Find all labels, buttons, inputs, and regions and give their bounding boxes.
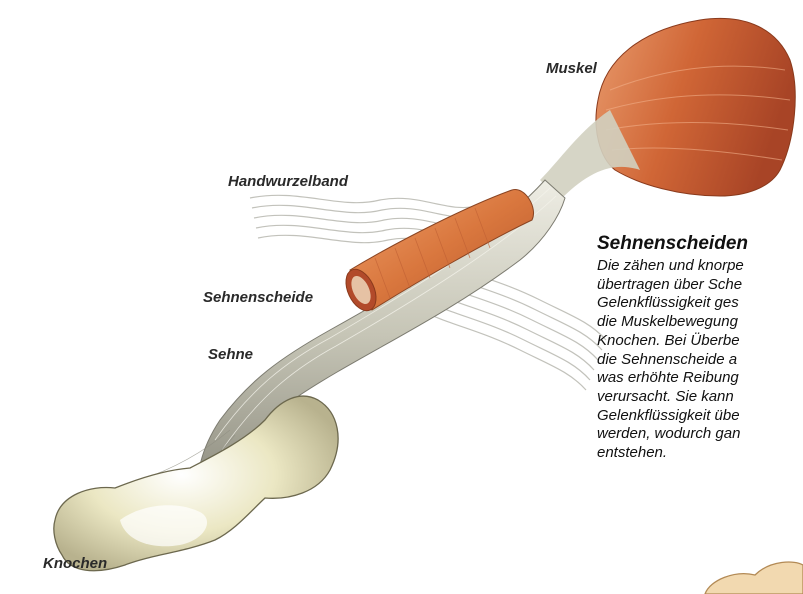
bone <box>54 396 338 571</box>
muscle <box>540 18 795 200</box>
info-line: die Sehnenscheide a <box>597 351 803 370</box>
info-line: was erhöhte Reibung <box>597 369 803 388</box>
info-line: übertragen über Sche <box>597 276 803 295</box>
label-sehnenscheide: Sehnenscheide <box>203 289 313 306</box>
label-sehne: Sehne <box>208 346 253 363</box>
info-title: Sehnenscheiden <box>597 232 803 255</box>
info-line: Die zähen und knorpe <box>597 257 803 276</box>
label-knochen: Knochen <box>43 555 107 572</box>
label-handwurzelband: Handwurzelband <box>228 173 348 190</box>
label-muskel: Muskel <box>546 60 597 77</box>
bone-partial <box>705 562 803 594</box>
info-line: werden, wodurch gan <box>597 425 803 444</box>
info-line: Knochen. Bei Überbe <box>597 332 803 351</box>
info-line: Gelenkflüssigkeit übe <box>597 407 803 426</box>
info-text-box: Sehnenscheiden Die zähen und knorpe über… <box>597 232 803 463</box>
info-line: entstehen. <box>597 444 803 463</box>
info-line: die Muskelbewegung <box>597 313 803 332</box>
info-line: verursacht. Sie kann <box>597 388 803 407</box>
info-line: Gelenkflüssigkeit ges <box>597 294 803 313</box>
